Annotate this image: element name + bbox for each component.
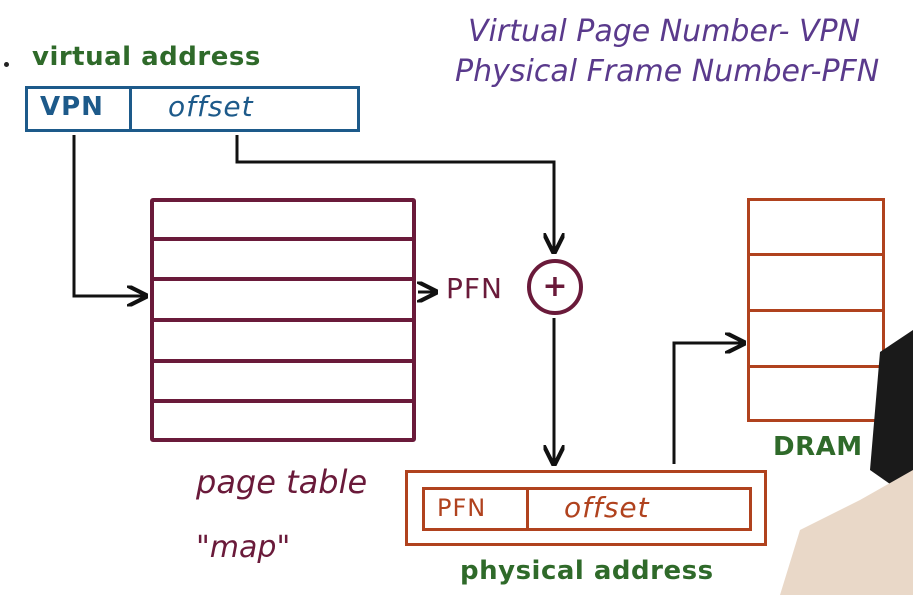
pfn-divider [526,487,529,531]
page-table-row-divider [150,318,416,322]
bullet-dot [4,62,9,67]
offset-to-adder-arrow [235,135,554,252]
physical-address-label: physical address [460,556,714,586]
vpn-to-table-arrow [72,135,146,296]
page-table-row-divider [150,277,416,281]
vpn-definition: Virtual Page Number- VPN [468,14,861,49]
plus-icon: + [542,269,568,304]
page-table-label: page table [196,463,368,501]
pfn-definition: Physical Frame Number-PFN [455,54,880,89]
physical-to-dram-arrow [672,343,744,464]
vpn-field: VPN [40,92,104,122]
vpn-divider [129,86,132,132]
page-table-sublabel: "map" [196,530,291,565]
pen-icon [780,330,913,595]
virtual-address-label: virtual address [32,42,261,72]
dram-label: DRAM [773,432,863,462]
physical-offset-field: offset [564,491,650,524]
dram-row-divider [747,253,885,256]
dram-row-divider [747,365,885,368]
pfn-output-label: PFN [446,272,503,305]
physical-address-inner [422,487,752,531]
physical-address-box [405,470,767,546]
adder-circle [527,259,583,315]
page-table-row-divider [150,237,416,241]
dram-row-divider [747,309,885,312]
virtual-address-box [25,86,360,132]
virtual-offset-field: offset [168,90,254,123]
page-table-row-divider [150,399,416,403]
page-table-row-divider [150,359,416,363]
physical-pfn-field: PFN [437,494,487,522]
